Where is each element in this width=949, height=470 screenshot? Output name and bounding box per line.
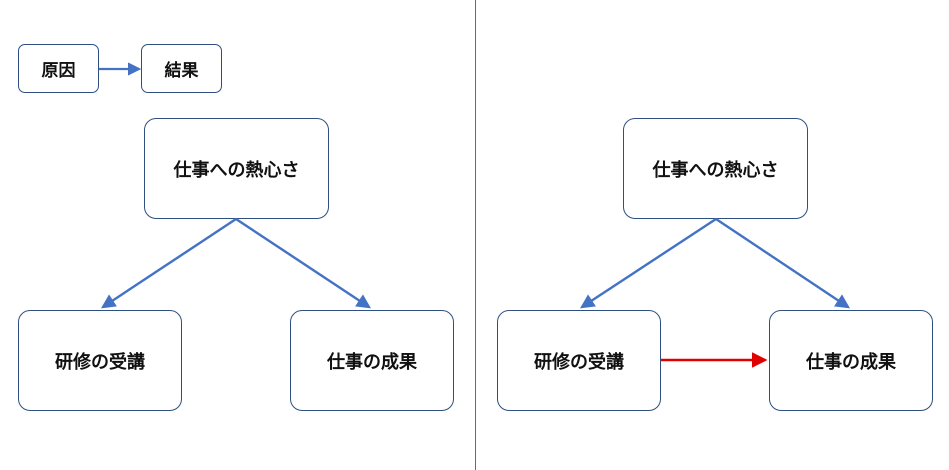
right-node-training-label: 研修の受講: [534, 351, 624, 373]
right-node-work-results-label: 仕事の成果: [806, 351, 896, 373]
right-arrow-enthusiasm-to-results: [715, 218, 850, 309]
right-arrow-enthusiasm-to-training: [579, 217, 717, 309]
left-arrow-enthusiasm-to-training: [100, 217, 237, 309]
left-node-training-label: 研修の受講: [55, 351, 145, 373]
legend-effect-label: 結果: [164, 61, 199, 81]
right-node-work-results: 仕事の成果: [769, 310, 933, 411]
legend-cause-box: 原因: [18, 44, 99, 93]
right-node-training: 研修の受講: [497, 310, 661, 411]
legend-effect-box: 結果: [141, 44, 222, 93]
left-arrow-enthusiasm-to-results: [235, 217, 372, 309]
left-node-work-results: 仕事の成果: [290, 310, 454, 411]
right-node-work-enthusiasm: 仕事への熱心さ: [623, 118, 808, 219]
left-node-work-enthusiasm-label: 仕事への熱心さ: [173, 159, 300, 181]
panel-divider: [475, 0, 476, 470]
left-node-work-enthusiasm: 仕事への熱心さ: [144, 118, 329, 219]
legend-cause-label: 原因: [41, 61, 76, 81]
left-node-training: 研修の受講: [18, 310, 182, 411]
right-node-work-enthusiasm-label: 仕事への熱心さ: [652, 159, 779, 181]
left-node-work-results-label: 仕事の成果: [327, 351, 417, 373]
